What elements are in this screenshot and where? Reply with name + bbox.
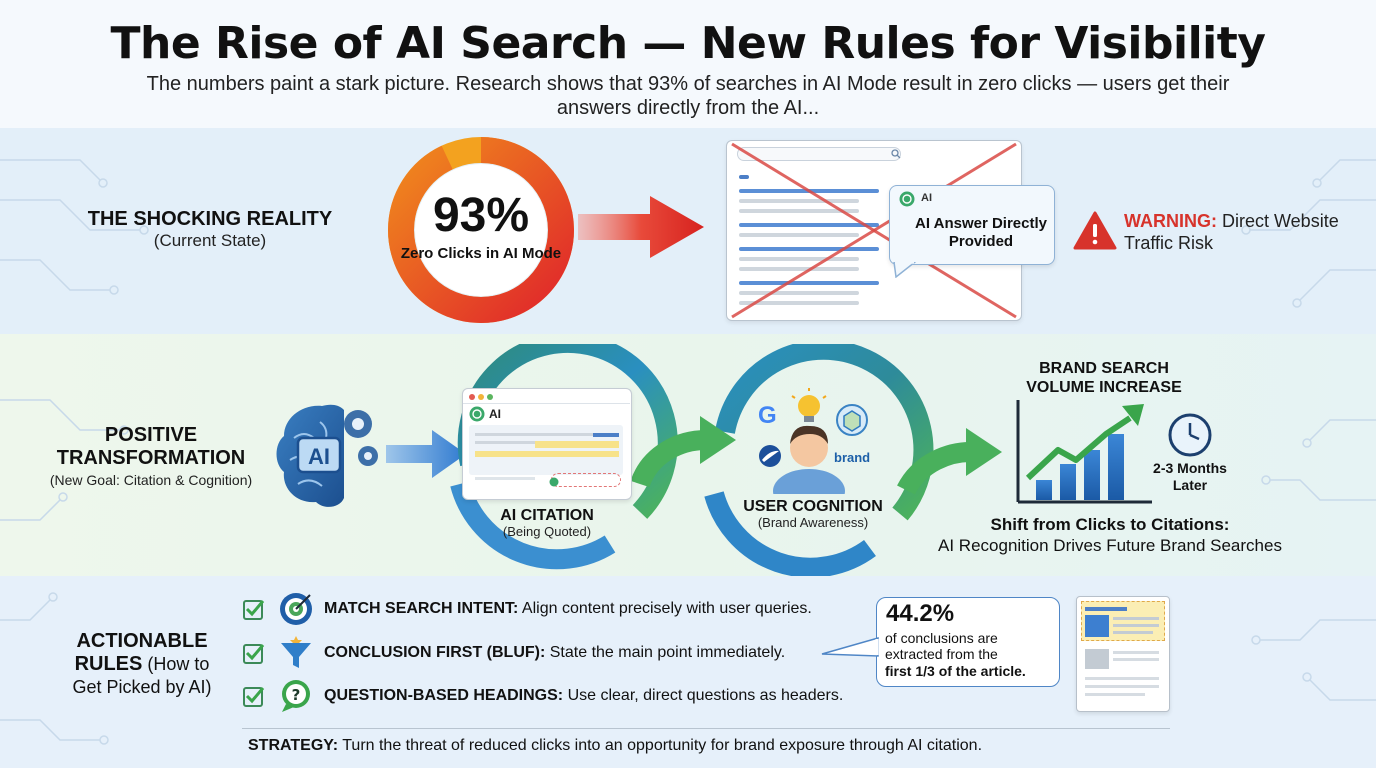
lightbulb-icon — [791, 388, 827, 422]
strategy-label: STRATEGY: — [248, 737, 339, 754]
transformation-band — [0, 334, 1376, 576]
stat-line-3: first 1/3 of the article. — [885, 663, 1026, 679]
stat-value: 44.2% — [886, 600, 955, 627]
reality-label-title: THE SHOCKING REALITY — [87, 208, 333, 230]
reality-label: THE SHOCKING REALITY (Current State) — [60, 208, 360, 251]
bubble-tail — [893, 262, 917, 278]
growth-chart-icon — [1016, 400, 1152, 504]
donut-percent: 93% — [432, 189, 530, 242]
warning-icon — [1073, 211, 1117, 250]
brain-ai-text: AI — [308, 444, 330, 469]
ai-brain-icon — [276, 404, 378, 507]
donut-value-arc — [388, 137, 574, 323]
rule-item: MATCH SEARCH INTENT: Align content preci… — [242, 593, 812, 625]
rule-desc: Align content precisely with user querie… — [518, 600, 812, 617]
ai-citation-card — [462, 388, 632, 500]
strategy-text: STRATEGY: Turn the threat of reduced cli… — [248, 737, 1248, 755]
warning-label: WARNING: — [1124, 211, 1217, 231]
ai-bubble-tag: AI — [921, 192, 932, 204]
user-cognition-icon — [759, 388, 868, 494]
citation-sub: (Being Quoted) — [502, 524, 592, 539]
rules-label: ACTIONABLE RULES (How to Get Picked by A… — [54, 630, 230, 699]
stat-bubble — [876, 597, 1060, 687]
target-icon — [280, 593, 312, 625]
rules-label-title-1: ACTIONABLE — [76, 630, 208, 652]
divider — [242, 728, 1170, 729]
stat-line-1: of conclusions are — [885, 630, 998, 646]
reality-label-sub: (Current State) — [153, 231, 267, 250]
transformation-label-title-1: POSITIVE — [104, 424, 198, 446]
ai-answer-bubble — [889, 185, 1055, 265]
funnel-icon — [281, 636, 311, 668]
zero-clicks-donut — [388, 137, 574, 323]
rule-title: QUESTION-BASED HEADINGS: — [324, 687, 564, 704]
ai-logo-icon — [549, 477, 559, 487]
rule-text: CONCLUSION FIRST (BLUF): State the main … — [324, 644, 785, 662]
transformation-label-title-2: TRANSFORMATION — [56, 447, 246, 469]
checkbox-check-icon — [243, 687, 265, 707]
rule-item: CONCLUSION FIRST (BLUF): State the main … — [242, 636, 785, 669]
clock-icon — [1168, 413, 1212, 457]
mock-search-bar — [737, 147, 901, 161]
article-document-icon — [1076, 596, 1170, 712]
page-title: The Rise of AI Search — New Rules for Vi… — [110, 18, 1266, 69]
shift-text: AI Recognition Drives Future Brand Searc… — [938, 536, 1282, 555]
strategy-message: Turn the threat of reduced clicks into a… — [338, 737, 983, 754]
cognition-title: USER COGNITION — [743, 498, 883, 515]
ai-logo-icon — [899, 191, 915, 207]
page-subtitle: The numbers paint a stark picture. Resea… — [146, 73, 1230, 119]
header-band — [0, 0, 1376, 128]
rule-desc: State the main point immediately. — [545, 644, 786, 661]
rules-label-title-2: RULES — [74, 653, 143, 675]
bubble-tail — [821, 637, 879, 657]
ai-bubble-text: AI Answer Directly Provided — [915, 215, 1047, 250]
svg-text:?: ? — [292, 686, 301, 704]
arrow-right-icon — [578, 196, 704, 258]
brand-word: brand — [834, 450, 871, 465]
rule-title: CONCLUSION FIRST (BLUF): — [324, 644, 546, 661]
warning-text: WARNING: Direct Website Traffic Risk — [1124, 210, 1354, 254]
warning-message: Direct Website Traffic Risk — [1124, 211, 1339, 253]
ai-logo-icon — [469, 406, 485, 422]
checkbox-check-icon — [243, 644, 265, 664]
cross-out-icon — [731, 142, 1017, 319]
checkbox-check-icon — [243, 600, 265, 620]
stat-line-2: extracted from the — [885, 646, 998, 662]
bird-logo-icon — [759, 445, 781, 467]
arrow-right-icon — [386, 430, 466, 478]
ai-card-tag: AI — [489, 407, 501, 421]
shift-title: Shift from Clicks to Citations: — [990, 515, 1230, 534]
rule-desc: Use clear, direct questions as headers. — [563, 687, 844, 704]
transformation-label: POSITIVE TRANSFORMATION (New Goal: Citat… — [20, 424, 282, 490]
rule-title: MATCH SEARCH INTENT: — [324, 600, 519, 617]
rule-item: ? QUESTION-BASED HEADINGS: Use clear, di… — [242, 680, 843, 712]
search-icon — [891, 149, 901, 159]
cube-icon — [836, 404, 868, 436]
transformation-label-sub: (New Goal: Citation & Cognition) — [49, 472, 253, 488]
citation-title: AI CITATION — [500, 507, 594, 524]
rule-text: QUESTION-BASED HEADINGS: Use clear, dire… — [324, 687, 843, 705]
rules-label-inline: (How to — [142, 654, 210, 674]
rule-text: MATCH SEARCH INTENT: Align content preci… — [324, 600, 812, 618]
brand-search-title: BRAND SEARCH VOLUME INCREASE — [1026, 360, 1182, 396]
donut-label: Zero Clicks in AI Mode — [400, 245, 562, 262]
google-icon: G — [758, 402, 777, 429]
cognition-sub: (Brand Awareness) — [757, 515, 869, 530]
question-bubble-icon: ? — [282, 680, 310, 712]
rules-label-sub: Get Picked by AI) — [72, 677, 212, 697]
months-later-text: 2-3 Months Later — [1153, 460, 1227, 493]
